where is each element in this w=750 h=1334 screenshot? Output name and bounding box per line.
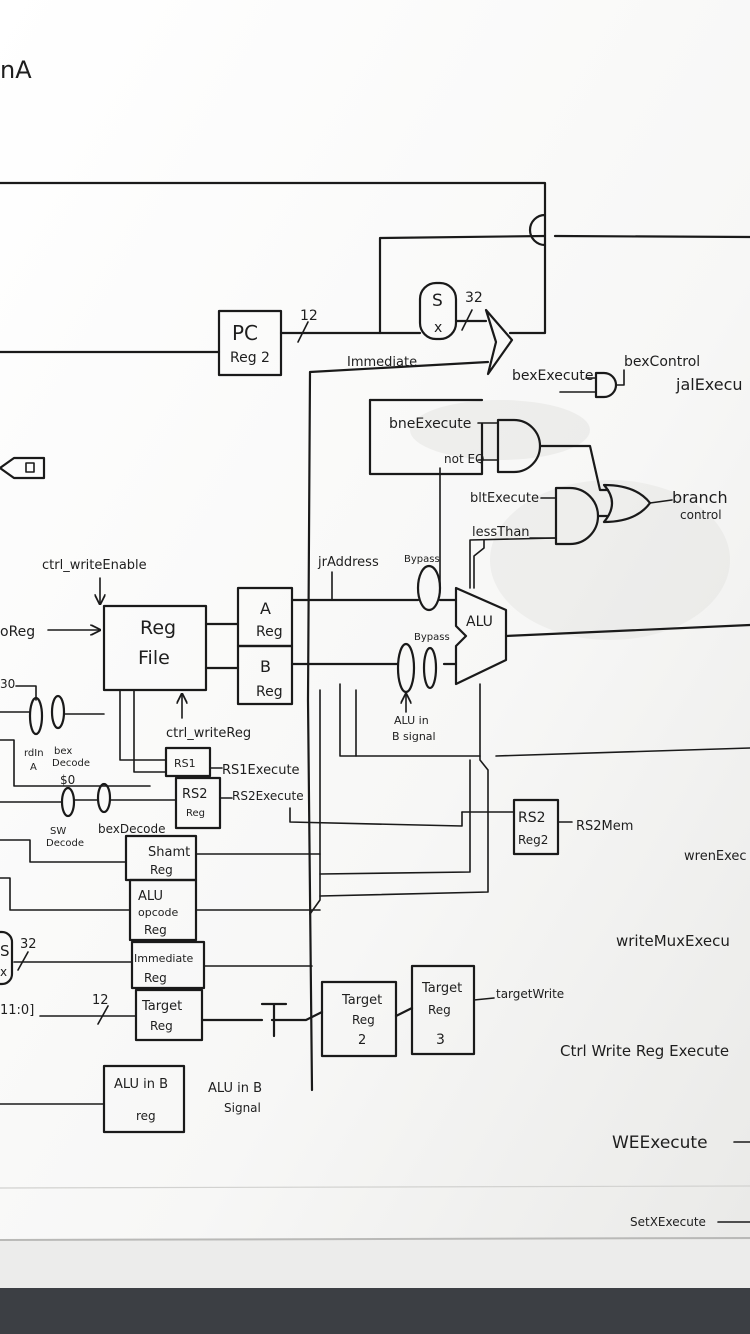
a-reg-label-2: Reg <box>256 624 283 640</box>
bex-decode-small-1: bex <box>54 746 72 757</box>
less-than-label: lessThan <box>472 525 530 540</box>
pc-reg-label-1: PC <box>232 321 258 345</box>
setx-execute-label: SetXExecute <box>630 1215 706 1229</box>
rd-in-a-2: A <box>30 762 37 773</box>
target-reg-label-2: Reg <box>150 1019 173 1033</box>
shamt-reg-label-2: Reg <box>150 863 173 877</box>
sx-top-s: S <box>432 291 443 311</box>
immediate-reg-label-1: Immediate <box>134 952 194 965</box>
not-eq-label: not EQ <box>444 452 485 466</box>
rs1-reg-label: RS1 <box>174 757 196 770</box>
alu-in-b-reg-label-1: ALU in B <box>114 1077 168 1092</box>
alu-in-b-signal-mid-1: ALU in <box>394 714 429 727</box>
alu-opcode-label-1: ALU <box>138 889 163 904</box>
width-32-bottom: 32 <box>20 937 37 952</box>
alu-in-b-signal-1: ALU in B <box>208 1081 262 1096</box>
corner-text: nA <box>0 56 32 84</box>
target-reg2-label-1: Target <box>341 993 382 1008</box>
jr-address-label: jrAddress <box>317 555 379 570</box>
ctrl-write-reg-label: ctrl_writeReg <box>166 726 251 741</box>
immediate-reg-label-2: Reg <box>144 971 167 985</box>
bne-execute-label: bneExecute <box>389 416 471 432</box>
b-reg-label-1: B <box>260 657 271 676</box>
dollar-0-label: $0 <box>60 773 75 787</box>
bypass-label-1: Bypass <box>404 554 440 565</box>
immediate-label: Immediate <box>347 355 417 370</box>
rs2-reg-label-1: RS2 <box>182 787 208 802</box>
bottom-frame <box>0 1288 750 1334</box>
bex-decode-label: bexDecode <box>98 822 165 836</box>
alu-label: ALU <box>466 614 493 630</box>
sx-bottom-x: x <box>0 965 7 979</box>
rd-in-a-1: rdIn <box>24 748 44 759</box>
wire-top-right <box>555 236 750 237</box>
width-12-bottom: 12 <box>92 993 109 1008</box>
reg-file-label-1: Reg <box>140 617 176 639</box>
rs2-reg-label-2: Reg <box>186 808 205 819</box>
bypass-label-2: Bypass <box>414 632 450 643</box>
target-reg2-label-3: 2 <box>358 1033 366 1048</box>
sx-top-x: x <box>434 320 442 336</box>
alu-in-b-signal-mid-2: B signal <box>392 730 436 743</box>
b-reg-label-2: Reg <box>256 684 283 700</box>
pc-reg-label-2: Reg 2 <box>230 350 270 366</box>
ctrl-write-enable-label: ctrl_writeEnable <box>42 558 147 573</box>
bex-control-label: bexControl <box>624 354 700 370</box>
reg-file-label-2: File <box>138 647 170 669</box>
target-reg2-label-2: Reg <box>352 1013 375 1027</box>
we-execute-label: WEExecute <box>612 1133 708 1153</box>
reg-in-left-label: oReg <box>0 624 35 640</box>
bex-decode-small-2: Decode <box>52 758 90 769</box>
ctrl-write-reg-execute-label: Ctrl Write Reg Execute <box>560 1042 729 1060</box>
sw-decode-1: SW <box>50 826 66 837</box>
rs2-reg2-label-1: RS2 <box>518 810 546 826</box>
target-write-label: targetWrite <box>496 987 564 1001</box>
rs2-mem-label: RS2Mem <box>576 819 633 834</box>
alu-in-b-signal-2: Signal <box>224 1101 261 1115</box>
alu-in-b-reg-label-2: reg <box>136 1109 156 1123</box>
rs2-reg2-label-2: Reg2 <box>518 833 548 847</box>
shamt-reg-label-1: Shamt <box>148 845 190 860</box>
board-surface <box>0 0 750 1300</box>
bex-execute-label: bexExecute <box>512 368 594 384</box>
target-reg-label-1: Target <box>141 999 182 1014</box>
a-reg-label-1: A <box>260 599 271 618</box>
target-reg3-label-2: Reg <box>428 1003 451 1017</box>
wren-execute-label: wrenExec <box>684 849 747 864</box>
write-mux-execute-label: writeMuxExecu <box>616 932 730 950</box>
target-reg3-label-3: 3 <box>436 1032 445 1048</box>
bits-11-0-label: 11:0] <box>0 1003 34 1018</box>
sw-decode-2: Decode <box>46 838 84 849</box>
width-32-top: 32 <box>465 290 483 306</box>
rs1-execute-label: RS1Execute <box>222 763 300 778</box>
blt-execute-label: bltExecute <box>470 491 539 506</box>
target-reg3-label-1: Target <box>421 981 462 996</box>
num-30-label: 30 <box>0 677 15 691</box>
alu-opcode-label-2: opcode <box>138 906 178 919</box>
branch-label-1: branch <box>672 488 728 507</box>
rs2-execute-small-label: RS2Execute <box>232 789 304 803</box>
branch-label-2: control <box>680 508 722 522</box>
width-12-top: 12 <box>300 308 318 324</box>
alu-opcode-label-3: Reg <box>144 923 167 937</box>
jal-execute-label: jalExecu <box>675 375 743 394</box>
sx-bottom-s: S <box>0 942 10 960</box>
